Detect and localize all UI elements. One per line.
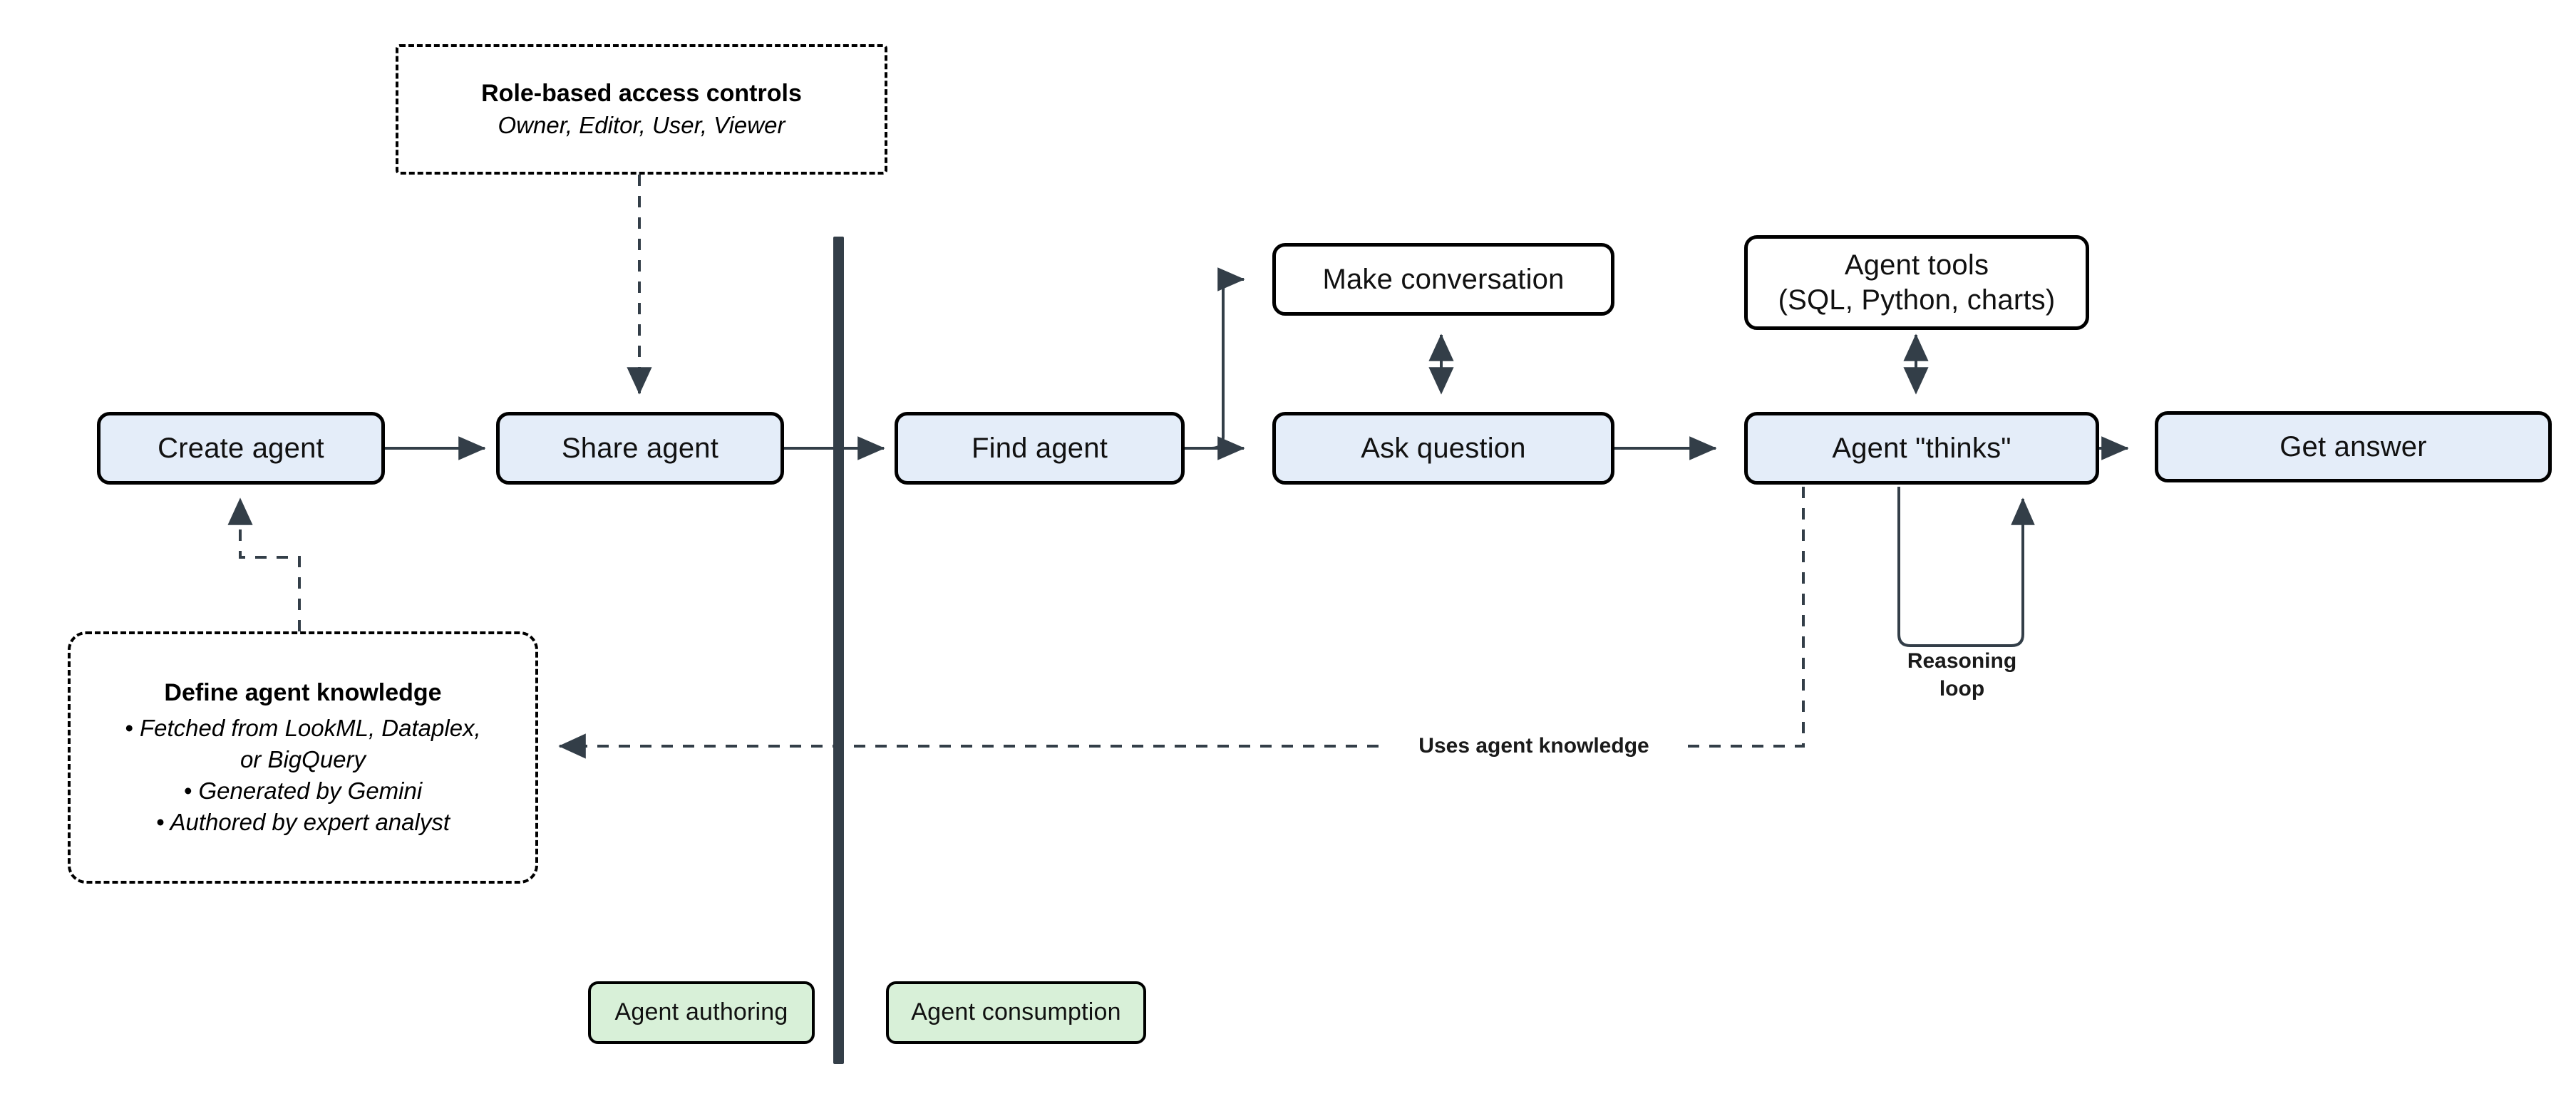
annotation-role-based-access-controls: Role-based access controls Owner, Editor… bbox=[396, 44, 887, 175]
edge-reasoning-loop bbox=[1897, 487, 2035, 647]
knowledge-item-3: • Authored by expert analyst bbox=[155, 808, 450, 835]
node-get-answer[interactable]: Get answer bbox=[2155, 411, 2552, 482]
section-divider bbox=[833, 237, 844, 1064]
annotation-define-agent-knowledge: Define agent knowledge • Fetched from Lo… bbox=[68, 631, 538, 884]
knowledge-item-2: • Generated by Gemini bbox=[183, 777, 423, 805]
knowledge-item-1: or BigQuery bbox=[239, 746, 366, 773]
node-create-agent[interactable]: Create agent bbox=[97, 412, 385, 485]
node-find-agent[interactable]: Find agent bbox=[895, 412, 1185, 485]
edge-find-to-makeconversation bbox=[1185, 267, 1245, 450]
edge-uses-agent-knowledge bbox=[558, 487, 1805, 759]
node-agent-tools[interactable]: Agent tools (SQL, Python, charts) bbox=[1744, 235, 2089, 330]
legend-agent-authoring[interactable]: Agent authoring bbox=[588, 981, 815, 1044]
node-make-conversation[interactable]: Make conversation bbox=[1272, 243, 1614, 316]
rbac-title: Role-based access controls bbox=[481, 80, 802, 108]
label-reasoning-loop: Reasoning loop bbox=[1878, 647, 2046, 703]
legend-agent-consumption[interactable]: Agent consumption bbox=[886, 981, 1146, 1044]
knowledge-item-0: • Fetched from LookML, Dataplex, bbox=[125, 715, 481, 742]
rbac-subtitle: Owner, Editor, User, Viewer bbox=[498, 111, 785, 138]
knowledge-title: Define agent knowledge bbox=[164, 679, 442, 707]
label-uses-agent-knowledge: Uses agent knowledge bbox=[1384, 732, 1684, 760]
node-agent-thinks[interactable]: Agent "thinks" bbox=[1744, 412, 2099, 485]
edge-knowledge-to-create bbox=[227, 497, 301, 631]
node-ask-question[interactable]: Ask question bbox=[1272, 412, 1614, 485]
node-share-agent[interactable]: Share agent bbox=[496, 412, 784, 485]
